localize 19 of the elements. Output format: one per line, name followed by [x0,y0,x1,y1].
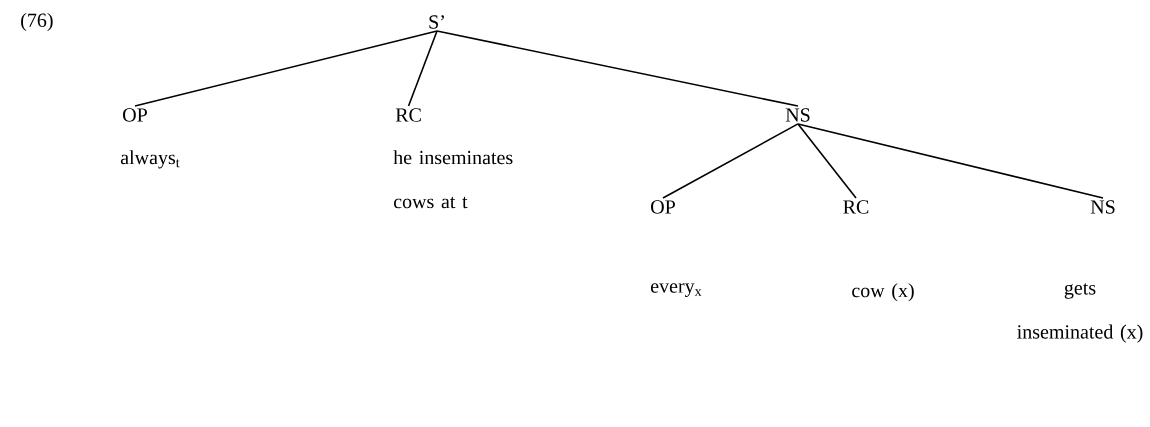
category-label: RC [843,200,869,214]
tree-branch [407,30,438,107]
word-text: gets inseminated (x) [1017,283,1143,343]
category-label: NS [1090,200,1115,214]
word-text: always$_{t}$ [120,150,180,169]
example-number: (76) [21,12,53,32]
category-label: RC [395,108,421,122]
category-label: OP [123,108,147,122]
word-text: he inseminates cows at t [393,150,513,209]
category-label: OP [651,200,675,214]
tree-branch [797,123,1104,199]
word-text: every$_{x}$ [651,283,702,297]
tree-branch [662,123,799,199]
category-label: S’ [429,15,444,29]
tree-branch [134,30,438,107]
tree-branch [797,123,857,199]
category-label: NS [785,108,810,122]
tree-branch [436,30,799,107]
word-text: cow (x) [852,283,914,302]
